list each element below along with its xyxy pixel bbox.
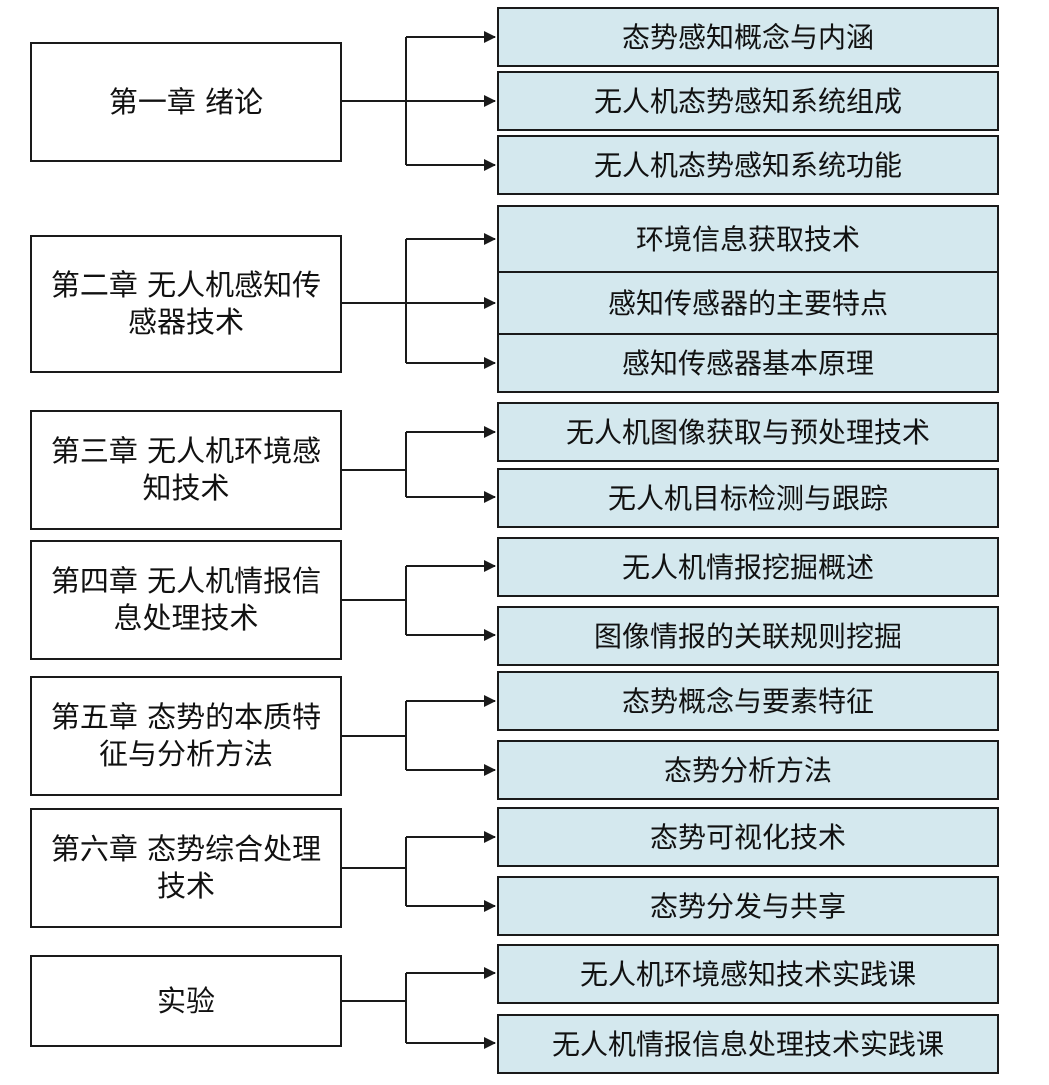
- chapter-box: 第二章 无人机感知传感器技术: [30, 235, 342, 373]
- topic-box: 无人机态势感知系统组成: [497, 71, 999, 131]
- topic-label: 无人机态势感知系统功能: [593, 148, 902, 182]
- chapter-box: 第四章 无人机情报信息处理技术: [30, 540, 342, 660]
- topic-box: 态势分析方法: [497, 740, 999, 800]
- topic-box: 感知传感器基本原理: [497, 333, 999, 393]
- topic-label: 态势感知概念与内涵: [621, 20, 874, 54]
- topic-label: 态势分析方法: [663, 753, 832, 787]
- topic-label: 环境信息获取技术: [635, 222, 860, 256]
- topic-label: 无人机情报信息处理技术实践课: [551, 1027, 944, 1061]
- topic-box: 无人机环境感知技术实践课: [497, 944, 999, 1004]
- chapter-label: 第一章 绪论: [108, 84, 264, 119]
- chapter-box: 实验: [30, 955, 342, 1047]
- topic-box: 无人机目标检测与跟踪: [497, 468, 999, 528]
- topic-label: 态势可视化技术: [649, 820, 846, 854]
- chapter-box: 第五章 态势的本质特征与分析方法: [30, 676, 342, 796]
- topic-label: 无人机态势感知系统组成: [593, 84, 902, 118]
- topic-label: 态势概念与要素特征: [621, 684, 874, 718]
- topic-label: 图像情报的关联规则挖掘: [593, 619, 902, 653]
- topic-box: 感知传感器的主要特点: [497, 271, 999, 335]
- topic-label: 感知传感器的主要特点: [607, 286, 888, 320]
- chapter-label: 第五章 态势的本质特征与分析方法: [50, 700, 322, 771]
- topic-box: 态势感知概念与内涵: [497, 7, 999, 67]
- topic-label: 无人机环境感知技术实践课: [579, 957, 916, 991]
- chapter-label: 第三章 无人机环境感知技术: [50, 434, 322, 505]
- topic-label: 无人机情报挖掘概述: [621, 550, 874, 584]
- topic-box: 无人机情报挖掘概述: [497, 537, 999, 597]
- topic-box: 态势概念与要素特征: [497, 671, 999, 731]
- chapter-label: 第六章 态势综合处理技术: [50, 832, 322, 903]
- chapter-box: 第一章 绪论: [30, 42, 342, 162]
- topic-box: 环境信息获取技术: [497, 205, 999, 273]
- chapter-box: 第六章 态势综合处理技术: [30, 808, 342, 928]
- chapter-box: 第三章 无人机环境感知技术: [30, 410, 342, 530]
- topic-box: 态势分发与共享: [497, 876, 999, 936]
- topic-box: 图像情报的关联规则挖掘: [497, 606, 999, 666]
- topic-label: 感知传感器基本原理: [621, 346, 874, 380]
- topic-label: 无人机图像获取与预处理技术: [565, 415, 930, 449]
- topic-label: 态势分发与共享: [649, 889, 846, 923]
- topic-box: 无人机态势感知系统功能: [497, 135, 999, 195]
- chapter-label: 实验: [156, 983, 215, 1018]
- topic-box: 无人机情报信息处理技术实践课: [497, 1014, 999, 1074]
- chapter-label: 第二章 无人机感知传感器技术: [50, 268, 322, 339]
- topic-label: 无人机目标检测与跟踪: [607, 481, 888, 515]
- chapter-label: 第四章 无人机情报信息处理技术: [50, 564, 322, 635]
- topic-box: 无人机图像获取与预处理技术: [497, 402, 999, 462]
- topic-box: 态势可视化技术: [497, 807, 999, 867]
